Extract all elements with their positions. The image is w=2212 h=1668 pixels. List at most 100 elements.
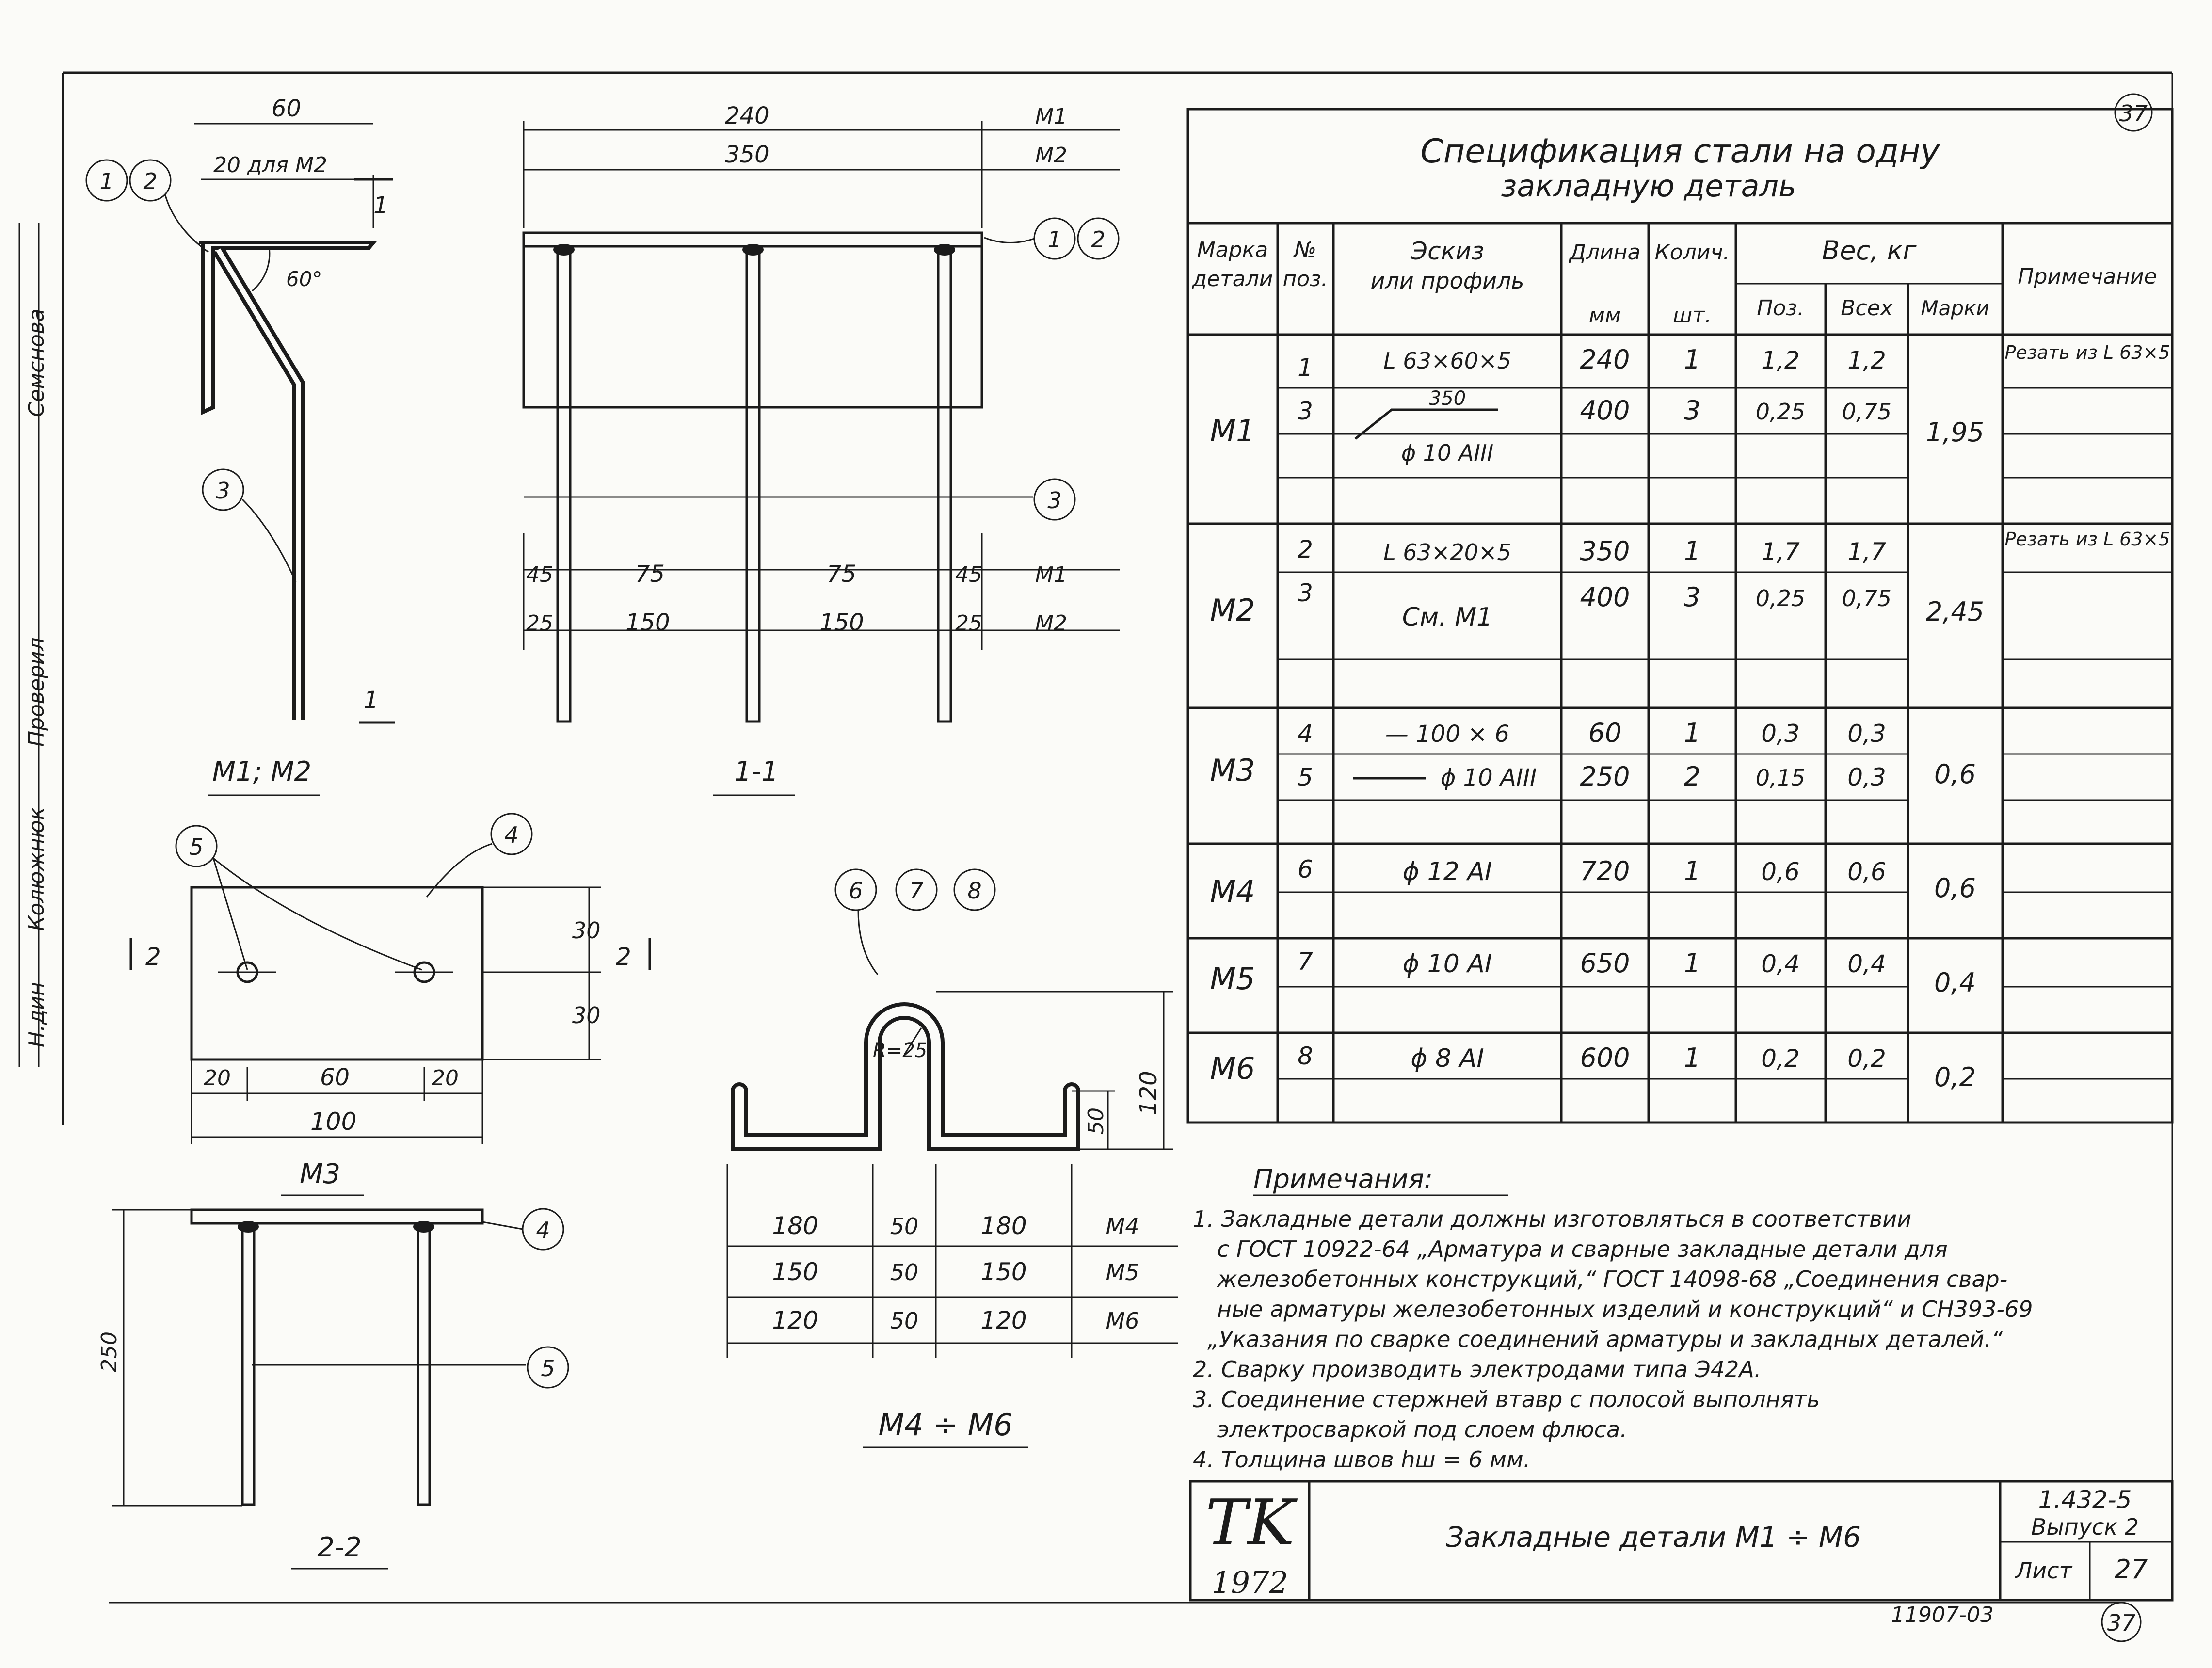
stamp-name-3: Н.дин — [24, 982, 49, 1047]
spec-m4-pos: 6 — [1298, 855, 1313, 883]
callout-1-sec: 1 — [1047, 226, 1061, 253]
note-line-5: „Указания по сварке соединений арматуры … — [1207, 1326, 2003, 1352]
dim-75b: 75 — [827, 561, 856, 588]
callout-3-sec: 3 — [1047, 487, 1061, 513]
spec-m2-r2-pos: 3 — [1298, 579, 1313, 607]
drawing-m3: 2 2 30 30 20 60 20 100 5 4 M3 — [129, 813, 651, 1196]
tk-year: 1972 — [1212, 1565, 1288, 1600]
spec-m5-wpos: 0,4 — [1761, 950, 1800, 978]
spec-total-m3: 0,6 — [1934, 759, 1976, 789]
m3-dim-250: 250 — [97, 1331, 122, 1372]
spec-m1-r1-wall: 1,2 — [1847, 346, 1886, 374]
spec-m6-len: 600 — [1580, 1042, 1630, 1073]
dim-25a: 25 — [526, 611, 553, 636]
sheet-mark-top: 37 — [2119, 100, 2148, 127]
spec-m4-wpos: 0,6 — [1761, 858, 1800, 886]
spec-m3-r1-pos: 4 — [1298, 720, 1313, 748]
spec-title-line1: Спецификация стали на одну — [1420, 132, 1940, 171]
dim-row2-mark: M2 — [1035, 611, 1067, 636]
hdr-qty-unit: шт. — [1673, 303, 1712, 328]
spec-m4-sketch: ϕ 12 AI — [1403, 857, 1492, 886]
m3-section-right: 2 — [616, 943, 631, 971]
drawing3-title: M3 — [300, 1158, 340, 1190]
note-line-3: железобетонных конструкций,“ ГОСТ 14098-… — [1217, 1266, 2007, 1292]
spec-mark-m6: M6 — [1210, 1051, 1255, 1086]
drawing-m4-m6: R=25 50 120 6 7 8 180 50 180 M4 150 5 — [726, 868, 1178, 1448]
section-mark-bottom: 1 — [364, 687, 379, 714]
spec-m3-r2-wall: 0,3 — [1847, 763, 1886, 791]
spec-m2-r2-wall: 0,75 — [1842, 585, 1891, 611]
m3-callout-4: 4 — [504, 822, 518, 848]
tk-logo: TK — [1205, 1486, 1298, 1559]
hdr-mark-2: детали — [1192, 267, 1273, 291]
spec-m3-r2-sketch: ϕ 10 AIII — [1441, 764, 1537, 791]
dim-20-m2: 20 для M2 — [213, 153, 327, 177]
spec-mark-m5: M5 — [1210, 961, 1255, 996]
spec-m1-r1-wpos: 1,2 — [1761, 346, 1800, 374]
spec-m3-r2-len: 250 — [1580, 761, 1630, 792]
m5-dim-mark: M5 — [1106, 1259, 1139, 1285]
spec-m6-wpos: 0,2 — [1761, 1044, 1800, 1073]
sheet-mark-circle — [2114, 93, 2153, 132]
spec-m1-r2-wpos: 0,25 — [1756, 399, 1805, 425]
m3-dim-30b: 30 — [572, 1002, 601, 1028]
spec-m2-r1-pos: 2 — [1298, 535, 1313, 563]
dim-25b: 25 — [955, 611, 982, 636]
spec-m1-r2-sketch: 350 — [1429, 387, 1466, 410]
spec-m1-r2-wall: 0,75 — [1842, 399, 1891, 425]
hdr-weight-mark: Марки — [1921, 296, 1989, 320]
spec-title-line2: закладную деталь — [1501, 168, 1796, 204]
spec-m3-r2-qty: 2 — [1684, 761, 1700, 792]
spec-m3-r1-len: 60 — [1588, 718, 1622, 748]
dim-240: 240 — [725, 102, 769, 129]
spec-m6-pos: 8 — [1298, 1042, 1313, 1070]
spec-m4-wall: 0,6 — [1847, 858, 1886, 886]
m5-dim-c: 150 — [980, 1258, 1026, 1286]
m4-dim-50: 50 — [1084, 1107, 1108, 1135]
title-issue: Выпуск 2 — [2031, 1514, 2139, 1540]
sec22-callout-4: 4 — [536, 1217, 550, 1243]
dim-150a: 150 — [625, 609, 670, 636]
spec-m5-qty: 1 — [1684, 948, 1700, 978]
spec-m5-pos: 7 — [1298, 947, 1313, 976]
spec-m2-r1-wall: 1,7 — [1847, 538, 1886, 566]
m3-dim-20b: 20 — [432, 1066, 459, 1091]
title-block: TK 1972 Закладные детали M1 ÷ M6 1.432-5… — [1189, 1480, 2174, 1602]
hdr-sketch-2: или профиль — [1371, 268, 1524, 294]
notes-heading: Примечания: — [1253, 1164, 1433, 1194]
spec-m3-r1-wpos: 0,3 — [1761, 720, 1800, 748]
drawing-section-2-2: 250 4 5 2-2 — [97, 1208, 569, 1570]
spec-m3-r1-qty: 1 — [1684, 718, 1700, 748]
title-code: 1.432-5 — [2038, 1486, 2132, 1514]
spec-mark-m1: M1 — [1210, 413, 1255, 449]
dim-angle: 60° — [286, 267, 322, 291]
spec-m1-r2-pos: 3 — [1298, 397, 1313, 425]
callout-3: 3 — [216, 478, 230, 504]
spec-m1-r2-len: 400 — [1580, 395, 1630, 426]
title-name: Закладные детали M1 ÷ M6 — [1446, 1521, 1861, 1554]
spec-m6-wall: 0,2 — [1847, 1044, 1886, 1073]
m4-dim-mark: M4 — [1106, 1213, 1139, 1239]
m4-dim-c: 180 — [980, 1212, 1026, 1240]
dim-75a: 75 — [635, 561, 665, 588]
note-line-1: 1. Закладные детали должны изготовляться… — [1193, 1206, 1911, 1232]
note-line-9: 4. Толщина швов hш = 6 мм. — [1193, 1446, 1530, 1473]
m6-dim-c: 120 — [980, 1306, 1026, 1334]
spec-total-m4: 0,6 — [1934, 873, 1976, 903]
spec-mark-m3: M3 — [1210, 753, 1255, 788]
drawing1-title: M1; M2 — [212, 756, 312, 787]
hdr-mark-1: Марка — [1197, 238, 1268, 262]
spec-m6-sketch: ϕ 8 AI — [1411, 1044, 1484, 1073]
spec-m1-r1-note: Резать из L 63×5 — [2005, 342, 2170, 363]
spec-m3-r1-sketch: — 100 × 6 — [1385, 721, 1509, 748]
spec-m5-wall: 0,4 — [1847, 950, 1886, 978]
spec-m5-len: 650 — [1580, 948, 1630, 978]
spec-m4-qty: 1 — [1684, 856, 1700, 886]
hdr-length: Длина — [1569, 240, 1641, 265]
dim-45a: 45 — [526, 562, 553, 587]
m6-dim-b: 50 — [890, 1308, 919, 1334]
hdr-qty: Колич. — [1655, 240, 1730, 265]
note-line-2: с ГОСТ 10922-64 „Арматура и сварные закл… — [1217, 1236, 1948, 1262]
m4-radius: R=25 — [873, 1040, 927, 1062]
